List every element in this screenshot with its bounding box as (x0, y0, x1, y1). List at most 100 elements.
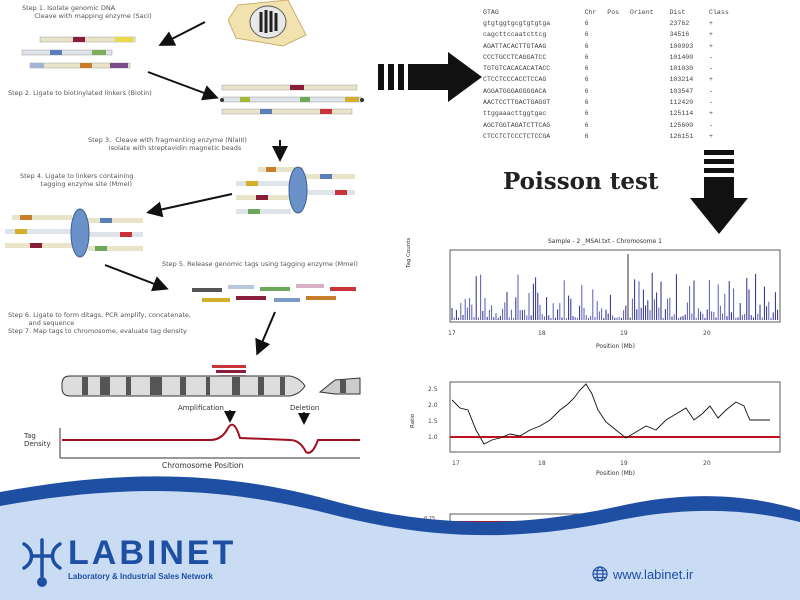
tag-table-cell: 103547 (669, 87, 694, 95)
plot2-ytick: 1.0 (428, 434, 438, 441)
tag-table-cell: + (709, 76, 713, 84)
tag-table-cell: - (709, 53, 713, 61)
big-arrow-right (378, 52, 482, 102)
tag-table-cell: AACTCCTTGACTGAGGT (483, 99, 551, 107)
tag-table-cell: + (709, 110, 713, 118)
tag-table-cell (630, 97, 670, 108)
tag-table-cell: 6 (584, 20, 589, 27)
tag-table-cell (607, 131, 630, 142)
released-tags (192, 284, 356, 302)
plot3-ytick: 0.25 (424, 516, 436, 522)
brand-tagline: Laboratory & Industrial Sales Network (68, 572, 213, 581)
tag-table-cell: CTCCTCTCCCTCTCCGA (483, 132, 551, 140)
tag-table-cell: 6 (584, 110, 589, 118)
tag-table-cell: + (709, 132, 713, 140)
tag-table-header-cell: GTAG (483, 9, 499, 16)
tag-table-cell: cagcttccaatcttcg (483, 31, 547, 39)
tag-table-cell: 112420 (669, 99, 694, 107)
plot1-tag-counts (449, 249, 781, 323)
tag-table-cell: 6 (584, 121, 589, 129)
tag-table-cell (607, 41, 630, 52)
step-3-text: Step 3. Cleave with fragmenting enzyme (… (88, 136, 247, 152)
tag-table-cell: 103214 (669, 76, 694, 84)
tag-table-row: gtgtggtgcgtgtgtga 6 23762 + (483, 18, 743, 29)
plot1-title: Sample - 2 _MSAI.txt - Chromosome 1 (548, 238, 662, 245)
tag-table-cell (630, 63, 670, 74)
plot1-xtick: 19 (620, 330, 628, 337)
website-link[interactable]: www.labinet.ir (592, 566, 693, 582)
tag-table-cell: 100993 (669, 42, 694, 50)
tag-table-row: CCCTGCCTCAGGATCC 6 101400 - (483, 52, 743, 63)
tag-table-cell (630, 86, 670, 97)
tag-table-cell: - (709, 65, 713, 73)
tag-table-cell: 6 (584, 87, 589, 95)
diagram-graphics (5, 21, 364, 459)
tag-table-cell: 6 (584, 99, 589, 107)
tag-table-cell (630, 120, 670, 131)
brand-name: LABINET (68, 534, 237, 572)
tag-table-row: AACTCCTTGACTGAGGT 6 112420 - (483, 97, 743, 108)
plot2-ylabel: Ratio (410, 413, 416, 428)
globe-icon (592, 566, 608, 582)
step-1-text: Step 1. Isolate genomic DNA Cleave with … (22, 4, 152, 20)
footer-wave (0, 476, 800, 600)
tag-table-cell (630, 131, 670, 142)
tag-table-cell: 126151 (669, 132, 694, 140)
tag-table-cell (607, 63, 630, 74)
step-2-text: Step 2. Ligate to biotinylated linkers (… (8, 89, 152, 97)
tag-table-cell: - (709, 87, 713, 95)
tag-table-cell (630, 74, 670, 85)
tag-table-cell (607, 108, 630, 119)
plot2-xtick: 19 (620, 460, 628, 467)
plot2-ytick: 2.5 (428, 386, 438, 393)
tag-table-cell: 101400 (669, 53, 694, 61)
step-4-text: Step 4. Ligate to linkers containing tag… (20, 172, 134, 188)
tag-table-cell (630, 41, 670, 52)
tag-table-cell (607, 74, 630, 85)
tag-table-cell: 23762 (669, 20, 690, 27)
tag-table-cell: 125114 (669, 110, 694, 118)
tag-density-label: Tag Density (24, 432, 51, 448)
tag-table-header-cell: Dist (669, 9, 686, 16)
tag-table-cell: 101030 (669, 65, 694, 73)
tag-table-cell (607, 18, 630, 29)
tag-table-header-cell: Pos (607, 9, 620, 16)
plot1-xtick: 17 (448, 330, 456, 337)
bead-complex-step3 (236, 166, 355, 214)
cell-illustration (228, 0, 307, 47)
website-text[interactable]: www.labinet.ir (613, 566, 694, 582)
tag-table-cell: 6 (584, 76, 589, 84)
tag-table-cell: gtgtggtgcgtgtgtga (483, 20, 551, 27)
tag-table-cell: + (709, 31, 713, 39)
plot2-xtick: 20 (703, 460, 711, 467)
step-5-text: Step 5. Release genomic tags using taggi… (162, 260, 358, 268)
bead-complex-step4 (5, 208, 143, 258)
big-arrow-down (690, 150, 748, 234)
plot2-xtick: 17 (452, 460, 460, 467)
tag-table-cell: 6 (584, 132, 589, 140)
tag-table-cell: - (709, 99, 713, 107)
plot1-xlabel: Position (Mb) (596, 343, 635, 350)
labinet-logo-icon (22, 538, 62, 587)
tag-table-cell: CCCTGCCTCAGGATCC (483, 53, 547, 61)
poisson-test-label: Poisson test (503, 168, 659, 195)
tag-table-cell: 125600 (669, 121, 694, 129)
tag-table-cell: + (709, 20, 713, 27)
plot2-ytick: 2.0 (428, 402, 438, 409)
step-6-7-text: Step 6. Ligate to form ditags, PCR ampli… (8, 311, 191, 335)
deletion-label: Deletion (290, 404, 320, 412)
plot1-xtick: 18 (538, 330, 546, 337)
plot2-ratio (449, 381, 781, 453)
tag-table-cell: 6 (584, 53, 589, 61)
tag-table-header-cell: Orient (629, 9, 654, 16)
tag-table-cell (607, 86, 630, 97)
tag-table-cell: 6 (584, 31, 589, 39)
amplification-label: Amplification (178, 404, 224, 412)
tag-table-cell (630, 52, 670, 63)
